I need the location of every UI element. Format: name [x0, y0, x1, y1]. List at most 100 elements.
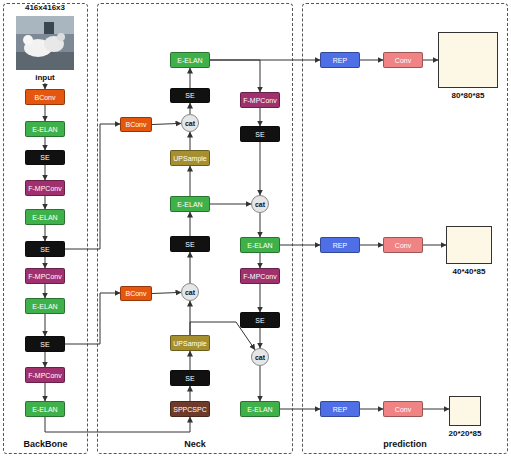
connector-arrow [190, 103, 191, 114]
connector-arrow [260, 108, 261, 126]
connector-arrow [210, 204, 251, 205]
concat-node: cat [251, 348, 269, 366]
layer-name: SE [40, 341, 49, 348]
photo-wall [16, 16, 74, 34]
layer-name: BConv [125, 121, 146, 128]
connector-arrow [260, 142, 261, 195]
connector-arrow [423, 60, 438, 61]
layer-name: E-ELAN [247, 406, 272, 413]
connector-arrow [423, 245, 446, 246]
connector-arrow [280, 409, 320, 410]
output-grid: 20*20*85 [449, 396, 481, 426]
section-panel: predictionREPConv80*80*85REPConv40*40*85… [302, 3, 508, 454]
layer-block: E-ELAN [170, 52, 210, 68]
layer-block: F-MPConv [25, 180, 65, 196]
photo-detail [44, 22, 54, 34]
connector-arrow [45, 165, 46, 180]
layer-block: UPSample [170, 335, 210, 351]
photo-dog-head [23, 35, 33, 45]
connector-arrow [45, 383, 46, 401]
output-size: 40*40*85 [453, 267, 486, 276]
connector-arrow [280, 245, 320, 246]
connector-arrow [360, 60, 383, 61]
layer-block: BConv [120, 117, 152, 132]
connector-arrow [45, 314, 46, 336]
layer-name: Conv [395, 406, 411, 413]
layer-name: SPPCSPC [173, 406, 206, 413]
concat-label: cat [185, 120, 195, 127]
layer-name: SE [185, 375, 194, 382]
layer-block: REP [320, 52, 360, 68]
layer-name: F-MPConv [243, 273, 276, 280]
connector-arrow [45, 137, 46, 150]
layer-name: SE [185, 92, 194, 99]
input-photo [16, 16, 74, 70]
input-caption: 416x416x3 [25, 3, 65, 13]
layer-block: Conv [383, 237, 423, 253]
layer-name: BConv [125, 290, 146, 297]
connector-arrow [210, 60, 320, 61]
connector-arrow [360, 245, 383, 246]
layer-block: SE [25, 150, 65, 165]
section-title: BackBone [4, 439, 87, 449]
output-grid: 40*40*85 [446, 226, 492, 264]
layer-name: Conv [395, 242, 411, 249]
connector-arrow [45, 257, 46, 268]
section-panel: BackBone 416x416x3 inputBConvE-ELAN SE F-MP… [3, 3, 88, 454]
concat-node: cat [181, 283, 199, 301]
layer-block: SE [170, 370, 210, 386]
layer-block: BConv [25, 89, 65, 105]
layer-name: REP [333, 57, 347, 64]
layer-block: REP [320, 237, 360, 253]
layer-block: SE [240, 126, 280, 142]
connector-arrow [152, 123, 181, 124]
layer-block: SE [25, 336, 65, 352]
connector-arrow [190, 166, 191, 196]
connector-arrow [423, 409, 449, 410]
connector-arrow [190, 252, 191, 283]
layer-name: E-ELAN [32, 303, 57, 310]
layer-name: E-ELAN [32, 406, 57, 413]
layer-block: SE [170, 236, 210, 252]
layer-name: BConv [34, 94, 55, 101]
layer-block: F-MPConv [25, 268, 65, 284]
concat-node: cat [181, 114, 199, 132]
layer-block: UPSample [170, 150, 210, 166]
layer-block: E-ELAN [170, 196, 210, 212]
connector-arrow [45, 105, 46, 121]
connector-arrow [190, 301, 191, 335]
connector-arrow [260, 328, 261, 348]
layer-block: E-ELAN [25, 298, 65, 314]
layer-block: Conv [383, 52, 423, 68]
layer-name: E-ELAN [247, 242, 272, 249]
concat-label: cat [255, 201, 265, 208]
layer-block: F-MPConv [240, 268, 280, 284]
connector-arrow [45, 284, 46, 298]
layer-block: SE [25, 241, 65, 257]
concat-node: cat [251, 195, 269, 213]
layer-block: Conv [383, 401, 423, 417]
layer-name: F-MPConv [28, 372, 61, 379]
section-title: prediction [303, 439, 507, 449]
layer-block: SE [170, 88, 210, 103]
input-caption: input [35, 73, 55, 83]
connector-arrow [190, 132, 191, 150]
connector-arrow [45, 225, 46, 241]
layer-block: BConv [120, 286, 152, 301]
connector-arrow [360, 409, 383, 410]
concat-label: cat [255, 354, 265, 361]
layer-block: F-MPConv [25, 367, 65, 383]
connector-arrow [190, 386, 191, 401]
layer-name: Conv [395, 57, 411, 64]
connector-arrow [45, 417, 190, 432]
layer-block: REP [320, 401, 360, 417]
layer-name: SE [40, 154, 49, 161]
output-size: 80*80*85 [452, 91, 485, 100]
layer-name: SE [255, 131, 264, 138]
section-title: Neck [98, 439, 292, 449]
connector-arrow [260, 284, 261, 312]
layer-name: F-MPConv [28, 185, 61, 192]
layer-block: E-ELAN [25, 401, 65, 417]
connector-arrow [260, 253, 261, 268]
